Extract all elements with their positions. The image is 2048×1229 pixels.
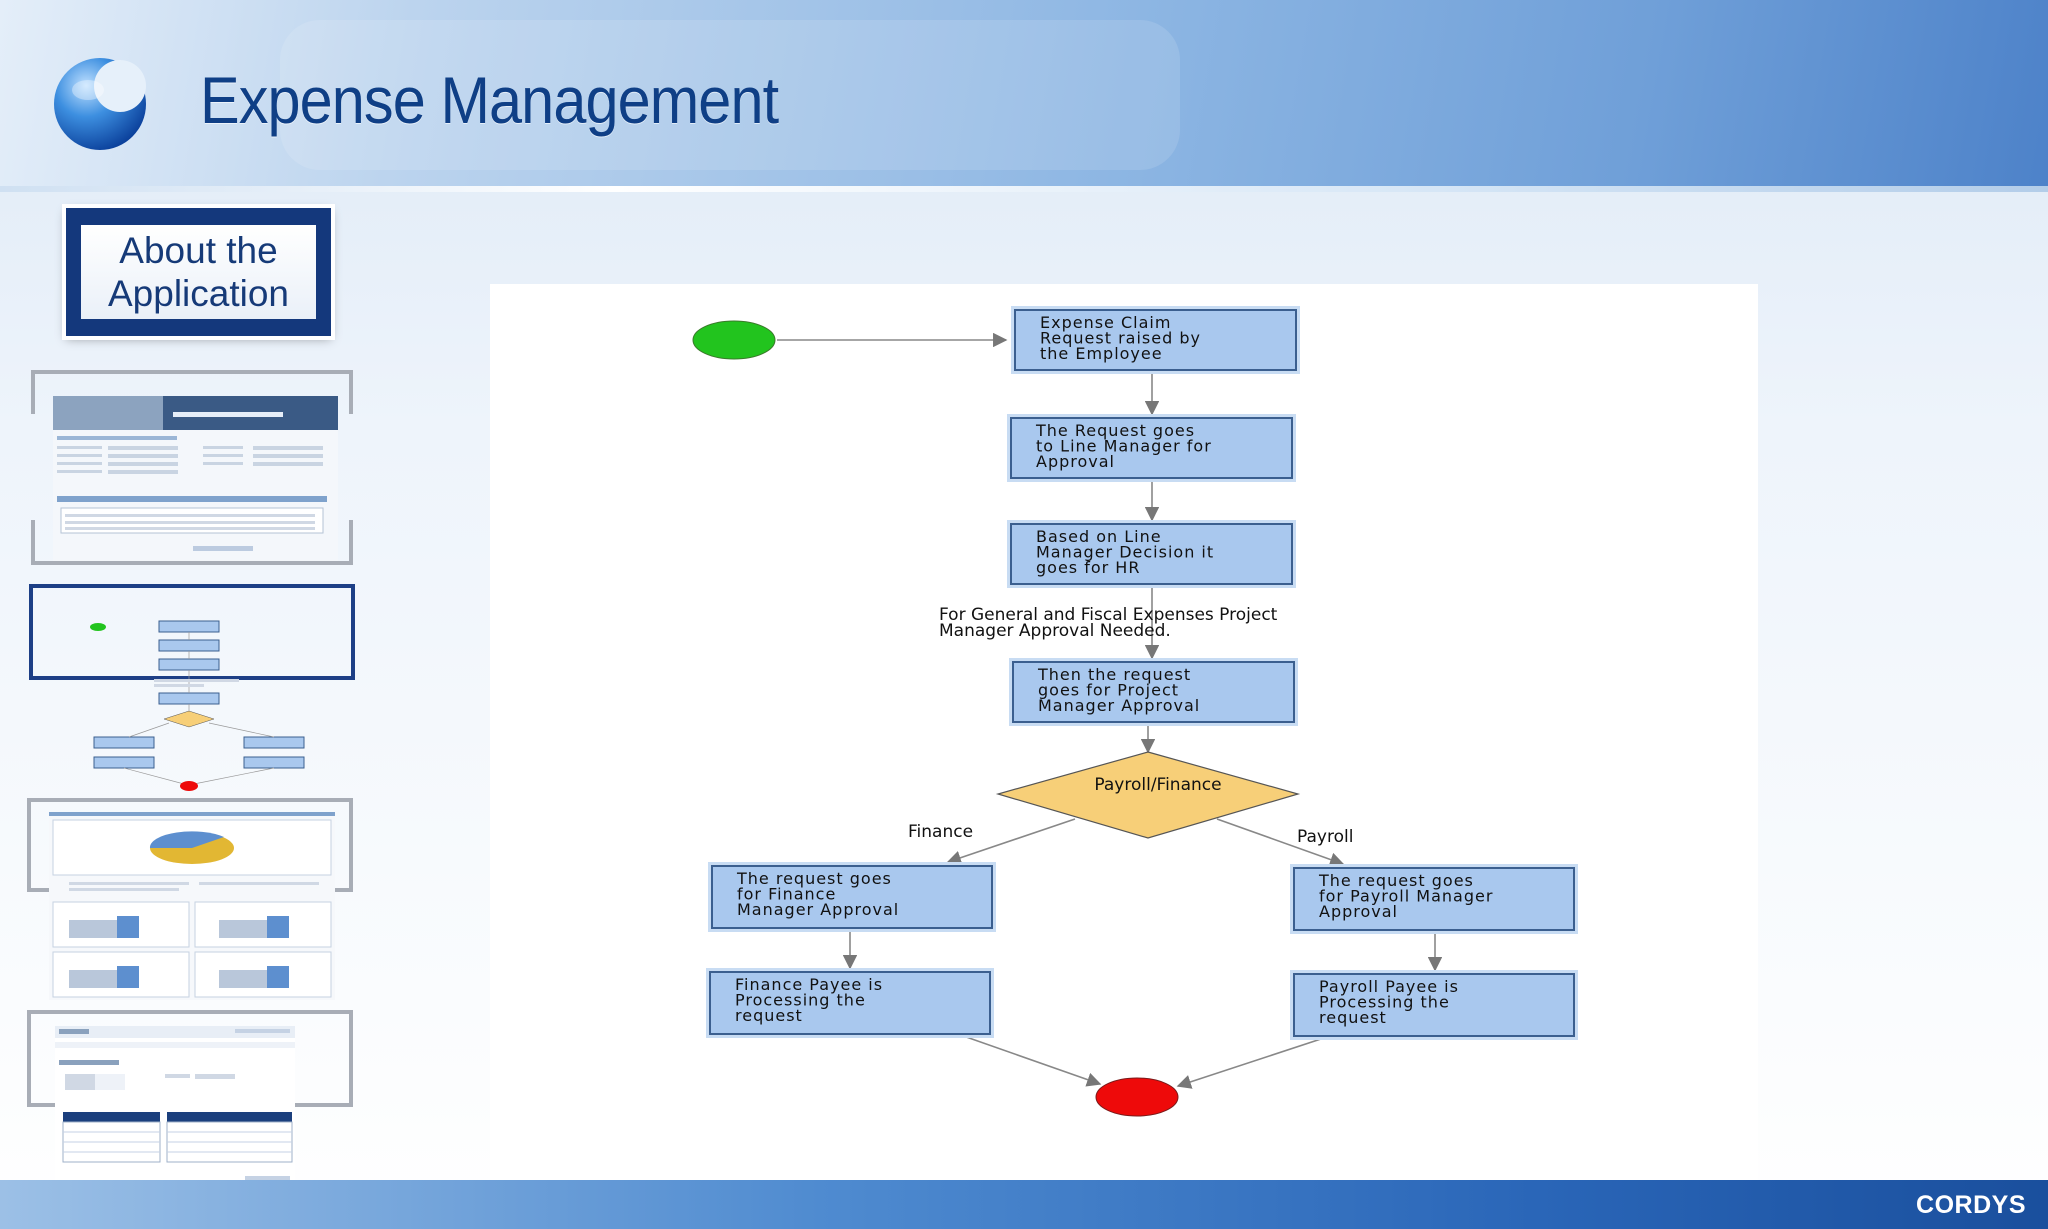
footer-bar: CORDYS	[0, 1180, 2048, 1229]
step-line-manager-line-1: The Request goes	[1035, 421, 1195, 440]
thumbnail-frame-bottom	[31, 520, 353, 565]
start-node	[692, 320, 776, 360]
header-gloss	[280, 20, 1180, 170]
footer-brand-logo: CORDYS	[1916, 1191, 2026, 1219]
decision-diamond	[995, 751, 1301, 839]
step-hr-box	[1010, 523, 1293, 585]
flowchart-preview-icon	[90, 620, 305, 791]
step-line-manager-line-2: to Line Manager for	[1036, 437, 1212, 456]
step-expense-claim-box	[1014, 309, 1297, 371]
step-finance-manager-line-2: for Finance	[737, 885, 836, 904]
note-line-1: For General and Fiscal Expenses Project	[939, 605, 1278, 625]
step-finance-payee-line-1: Finance Payee is	[735, 975, 883, 994]
connector-decision-to-finance	[946, 818, 1076, 865]
step-project-manager-box	[1012, 661, 1295, 723]
branch-label-finance: Finance	[908, 822, 973, 842]
step-line-manager-box	[1010, 417, 1293, 479]
page-title: Expense Management	[200, 63, 779, 137]
end-node	[1095, 1077, 1179, 1117]
step-payroll-payee-line-3: request	[1319, 1008, 1387, 1027]
step-project-manager-line-1: Then the request	[1037, 665, 1191, 684]
flow-connectors	[777, 332, 1443, 1089]
thumbnail-frame-top	[27, 798, 353, 842]
step-project-manager-line-2: goes for Project	[1038, 681, 1179, 700]
about-application-label: About the Application	[81, 225, 316, 319]
step-hr-line-2: Manager Decision it	[1036, 543, 1214, 562]
step-payroll-manager-line-3: Approval	[1319, 902, 1398, 921]
step-finance-manager-box	[711, 865, 993, 929]
connector-finance-payee-to-end	[951, 1031, 1102, 1087]
note-line-2: Manager Approval Needed.	[939, 621, 1171, 641]
step-project-manager-line-3: Manager Approval	[1038, 696, 1200, 715]
cordys-logo-icon	[54, 58, 146, 150]
step-payroll-payee-box	[1293, 973, 1575, 1037]
step-finance-payee-line-3: request	[735, 1006, 803, 1025]
thumbnail-frame-bottom	[29, 628, 355, 680]
thumbnail-frame-top	[31, 370, 353, 414]
form-preview-icon	[53, 396, 338, 561]
step-finance-manager-line-3: Manager Approval	[737, 900, 899, 919]
thumbnail-frame-top	[27, 1010, 353, 1054]
step-line-manager-line-3: Approval	[1036, 452, 1115, 471]
branch-label-payroll: Payroll	[1297, 827, 1353, 847]
step-payroll-manager-line-2: for Payroll Manager	[1319, 887, 1493, 906]
step-finance-manager-line-1: The request goes	[736, 869, 892, 888]
project-manager-note: For General and Fiscal Expenses Project …	[939, 605, 1283, 641]
step-expense-claim-line-2: Request raised by	[1040, 329, 1201, 348]
reports-preview-icon	[49, 812, 335, 1000]
header-divider	[0, 186, 2048, 192]
thumbnail-reports[interactable]	[27, 798, 353, 1003]
thumbnail-frame-top	[29, 584, 355, 628]
step-finance-payee-line-2: Processing the	[735, 991, 866, 1010]
step-payroll-manager-box	[1293, 867, 1575, 931]
step-payroll-payee-line-2: Processing the	[1319, 993, 1450, 1012]
step-payroll-payee-line-1: Payroll Payee is	[1319, 977, 1459, 996]
decision-label: Payroll/Finance	[1094, 775, 1221, 795]
header-banner: Expense Management	[0, 0, 2048, 190]
step-expense-claim-line-1: Expense Claim	[1040, 313, 1171, 332]
thumbnail-flowchart-selected[interactable]	[29, 584, 355, 794]
step-hr-line-1: Based on Line	[1036, 527, 1162, 546]
thumbnail-expense-form[interactable]	[31, 370, 353, 565]
step-expense-claim-line-3: the Employee	[1040, 344, 1163, 363]
connector-decision-to-payroll	[1216, 818, 1345, 867]
step-payroll-manager-line-1: The request goes	[1318, 871, 1474, 890]
about-application-button[interactable]: About the Application	[66, 208, 331, 336]
step-finance-payee-box	[709, 971, 991, 1035]
connector-payroll-payee-to-end	[1176, 1035, 1331, 1089]
about-application-text: About the Application	[107, 230, 289, 314]
step-hr-line-3: goes for HR	[1036, 558, 1140, 577]
